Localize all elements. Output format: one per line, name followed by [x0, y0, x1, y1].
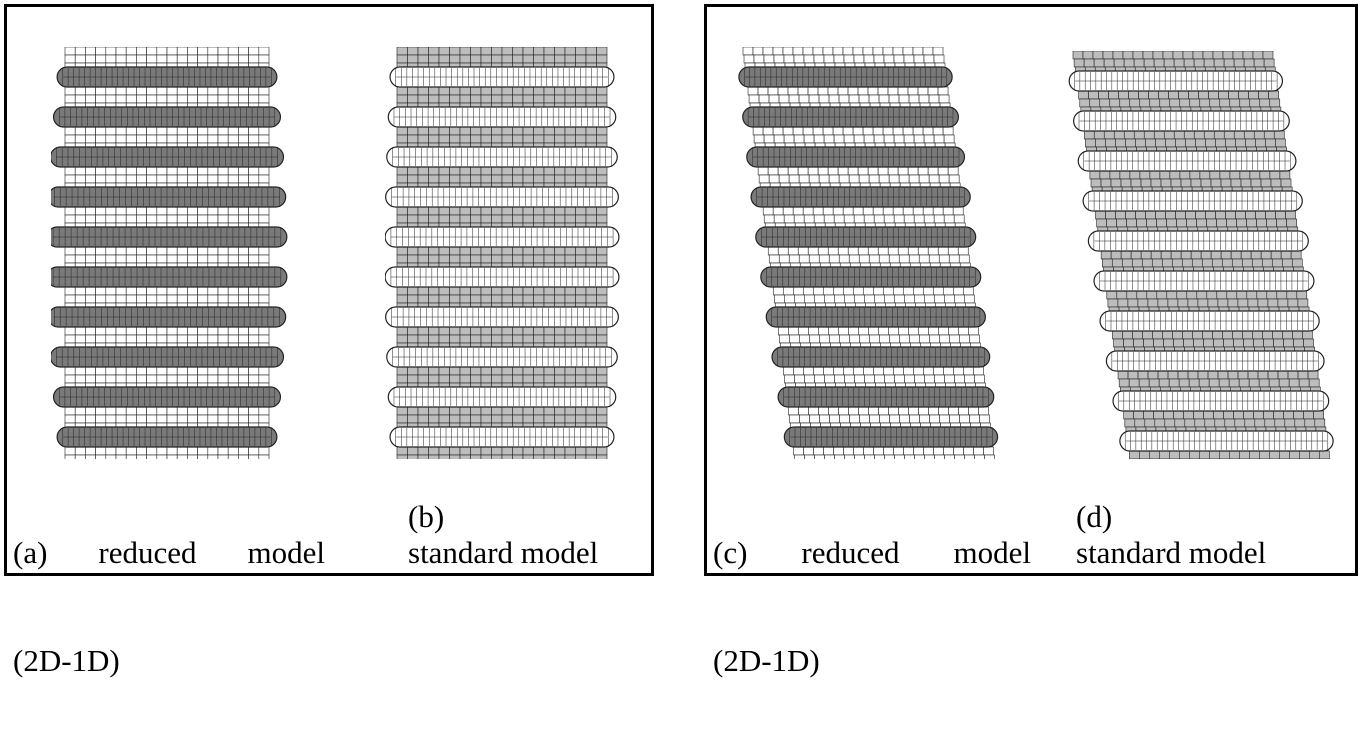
coil-tube — [390, 427, 614, 447]
coil-tube — [385, 227, 619, 247]
coil-tube — [766, 307, 985, 327]
coil-tube — [390, 67, 614, 87]
coil-tube — [387, 347, 617, 367]
coil-tube — [386, 187, 619, 207]
coil-tube — [386, 307, 619, 327]
caption-b-text: standard model — [408, 535, 598, 570]
coil-tube — [51, 347, 283, 367]
caption-c-word2: model — [953, 535, 1031, 571]
coil-tube — [1074, 111, 1290, 131]
coil-tube — [1106, 351, 1324, 371]
caption-a-word1: reduced — [98, 535, 196, 571]
coil-tube — [756, 227, 976, 247]
coil-tube — [1113, 391, 1329, 411]
caption-c-line2: (2D-1D) — [713, 643, 1031, 679]
caption-c-word1: reduced — [801, 535, 899, 571]
coil-tube — [747, 147, 965, 167]
panel-undeformed: (a) reduced model (2D-1D) (b) standard m… — [4, 4, 654, 576]
figure-c-reduced-model-mesh — [737, 47, 1017, 459]
caption-a-word2: model — [247, 535, 325, 571]
caption-b-label: (b) — [408, 499, 444, 534]
figure-d-standard-model-mesh — [1059, 51, 1349, 459]
caption-a-label: (a) — [13, 535, 47, 571]
coil-tube — [51, 227, 287, 247]
figure-b-standard-model-mesh — [385, 47, 625, 459]
coil-tube — [778, 387, 994, 407]
coil-tube — [743, 107, 959, 127]
coil-tube — [1088, 231, 1308, 251]
coil-tube — [1078, 151, 1296, 171]
caption-d-text: standard model — [1076, 535, 1266, 570]
coil-tube — [51, 267, 287, 287]
coil-tube — [51, 307, 286, 327]
panel-deformed: (c) reduced model (2D-1D) (d) standard m… — [704, 4, 1358, 576]
coil-tube — [387, 147, 617, 167]
coil-tube — [761, 267, 981, 287]
coil-tube — [57, 427, 277, 447]
coil-tube — [1120, 431, 1333, 451]
caption-c: (c) reduced model (2D-1D) — [713, 463, 1031, 751]
coil-tube — [388, 387, 615, 407]
coil-tube — [772, 347, 990, 367]
figure-a-reduced-model-mesh — [51, 47, 301, 459]
caption-d-label: (d) — [1076, 499, 1112, 534]
coil-tube — [57, 67, 277, 87]
caption-d: (d) standard model — [1045, 463, 1266, 607]
coil-tube — [1100, 311, 1319, 331]
coil-tube — [385, 267, 619, 287]
coil-tube — [54, 387, 281, 407]
coil-tube — [1069, 71, 1282, 91]
caption-a-line2: (2D-1D) — [13, 643, 325, 679]
coil-tube — [51, 147, 283, 167]
coil-tube — [751, 187, 970, 207]
coil-tube — [784, 427, 997, 447]
caption-a: (a) reduced model (2D-1D) — [13, 463, 325, 751]
caption-c-label: (c) — [713, 535, 747, 571]
coil-tube — [54, 107, 281, 127]
coil-tube — [1094, 271, 1314, 291]
caption-b: (b) standard model — [377, 463, 598, 607]
coil-tube — [1083, 191, 1302, 211]
coil-tube — [388, 107, 615, 127]
coil-tube — [739, 67, 952, 87]
coil-tube — [51, 187, 286, 207]
